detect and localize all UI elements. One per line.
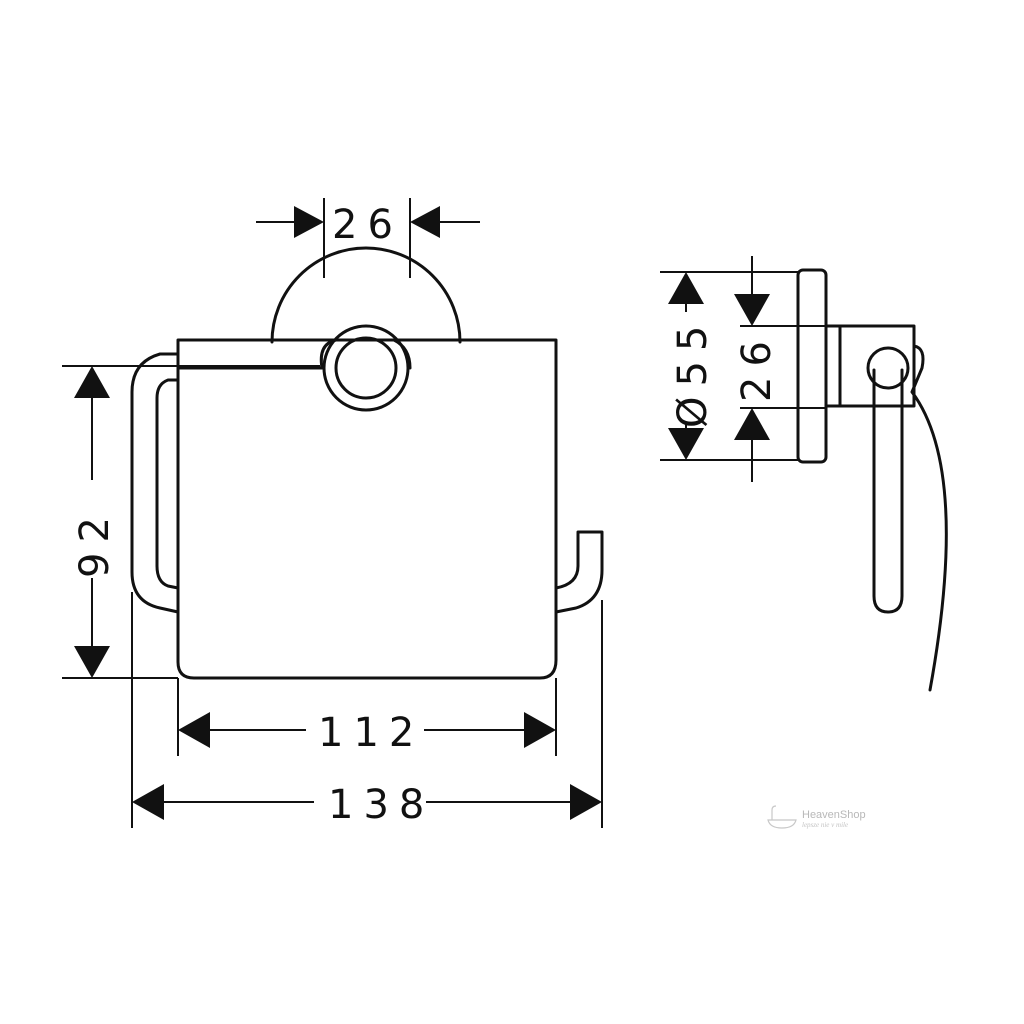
dim-side-diameter-label: Ø55 [670, 316, 716, 428]
dim-side-inner-label: 26 [734, 331, 780, 402]
watermark-name: HeavenShop [802, 809, 866, 821]
dim-front-total-width-label: 138 [328, 782, 434, 828]
dim-front-top-label: 26 [332, 202, 403, 248]
dim-side-diameter: Ø55 [660, 271, 800, 461]
front-left-arm [130, 352, 180, 614]
dim-front-inner-width: 112 [177, 678, 557, 756]
dim-side-inner: 26 [734, 256, 826, 482]
front-cover-plate [176, 338, 558, 680]
front-right-hook [554, 530, 604, 614]
dim-front-height: 92 [62, 365, 320, 679]
front-rosette [270, 246, 462, 344]
dim-front-total-width: 138 [131, 592, 603, 828]
side-spindle [866, 346, 910, 390]
watermark: HeavenShop lepsze nie v mile [767, 805, 866, 829]
front-left-arm-inner [155, 378, 180, 590]
side-bar [872, 368, 904, 614]
side-cover-flap [910, 344, 948, 692]
dim-front-height-label: 92 [72, 507, 118, 578]
front-view [130, 246, 604, 680]
dim-front-inner-width-label: 112 [318, 710, 424, 756]
side-stem [824, 324, 916, 408]
dim-front-top: 26 [256, 198, 480, 278]
side-view [796, 268, 948, 692]
watermark-tagline: lepsze nie v mile [802, 821, 848, 829]
side-wall-plate [796, 268, 828, 464]
front-spindle-outer [322, 324, 410, 412]
front-spindle-inner [334, 336, 398, 400]
watermark-bath-icon [767, 805, 797, 829]
